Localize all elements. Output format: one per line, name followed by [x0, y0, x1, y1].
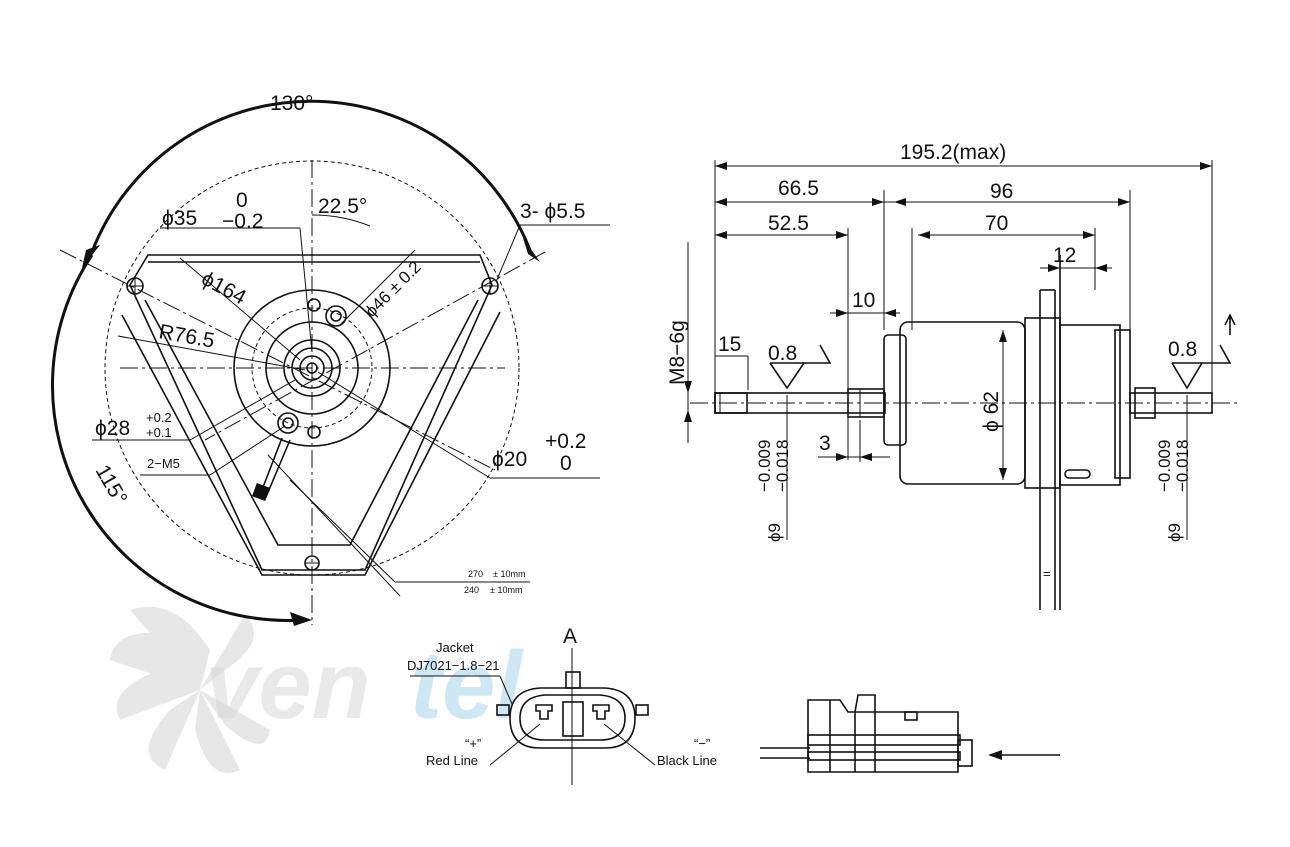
angle-22-label: 22.5° [318, 195, 367, 218]
d70-label: 70 [985, 212, 1008, 235]
d20-label: ϕ20 [492, 448, 527, 471]
d20-tol-lower: 0 [560, 452, 572, 475]
d35-label: ϕ35 [162, 207, 197, 230]
holes-label: 3- ϕ5.5 [520, 200, 585, 223]
bracket-rib [144, 299, 479, 546]
d28-tol-upper: +0.2 [146, 410, 172, 425]
terminal-plus [535, 704, 553, 720]
d52-label: 52.5 [768, 212, 809, 235]
lead-240-label: 240 [464, 585, 479, 595]
view-a-label: A [563, 625, 577, 648]
d96-label: 96 [990, 180, 1013, 203]
lead-240-tol: ± 10mm [490, 585, 522, 595]
side-view: 195.2(max) 66.5 96 52.5 70 12 10 M8−6g 1… [666, 141, 1240, 610]
d28-tol-lower: +0.1 [146, 425, 172, 440]
angle-130-label: 130° [270, 92, 313, 115]
bracket-inner [121, 311, 501, 576]
d28-label: ϕ28 [95, 417, 130, 440]
angle-115-label: 115° [91, 461, 132, 509]
watermark-text-gray: ven [205, 632, 370, 739]
shaft-dia-right: ϕ9 [1165, 523, 1184, 542]
connector-jacket [509, 687, 636, 749]
bracket-outline [129, 254, 493, 571]
shaft-tol-lower-right: −0.018 [1173, 440, 1192, 492]
lead-270-tol: ± 10mm [493, 569, 525, 579]
roughness-left-label: 0.8 [768, 342, 797, 365]
terminal-minus [592, 704, 610, 720]
d3-label: 3 [819, 432, 831, 455]
angle-arc-130 [90, 99, 532, 253]
radial-line-right [204, 251, 546, 441]
screws-label: 2−M5 [147, 456, 180, 471]
motor-hub [233, 289, 391, 447]
plus-sign-label: “+” [465, 736, 481, 751]
front-view: 130° 22.5° ϕ35 0 −0.2 3- ϕ5.5 ϕ164 R76.5… [50, 92, 610, 626]
fan-logo-icon [110, 606, 270, 774]
lead-wires [252, 437, 530, 597]
connector-side-view [760, 694, 1060, 773]
black-line-label: Black Line [657, 753, 717, 768]
d12-label: 12 [1053, 244, 1076, 267]
thread-label: M8−6g [666, 320, 689, 385]
leader-lines [92, 214, 610, 479]
connector-housing [807, 699, 959, 773]
d35-tol-upper: 0 [236, 189, 248, 212]
roughness-mark-left [769, 344, 832, 390]
d10-label: 10 [852, 289, 875, 312]
mounting-holes [126, 277, 499, 571]
shaft-tol-upper-left: −0.009 [755, 440, 774, 492]
roughness-mark-right [1171, 344, 1232, 390]
red-line-label: Red Line [426, 753, 478, 768]
d20-tol-upper: +0.2 [545, 430, 586, 453]
d66-label: 66.5 [778, 177, 819, 200]
d35-tol-lower: −0.2 [222, 210, 263, 233]
d15-label: 15 [718, 333, 741, 356]
motor-body [883, 255, 1131, 610]
dimension-lines [684, 162, 1236, 480]
overall-length-label: 195.2(max) [900, 141, 1006, 164]
shaft-tol-upper-right: −0.009 [1155, 440, 1174, 492]
connector-front-view: A Jacket DJ7021−1.8−21 “+” Red Line “−” … [407, 625, 717, 785]
jacket-label: Jacket [436, 640, 474, 655]
watermark-text-blue: tel [410, 632, 524, 739]
shaft-tol-lower-left: −0.018 [773, 440, 792, 492]
connector-key [562, 701, 584, 737]
r76-label: R76.5 [157, 320, 216, 352]
shaft-dia-left: ϕ9 [765, 523, 784, 542]
lead-270-label: 270 [468, 569, 483, 579]
watermark: ven tel [110, 606, 524, 774]
roughness-right-label: 0.8 [1168, 338, 1197, 361]
d46-label: ϕ46 ± 0.2 [361, 257, 425, 321]
minus-sign-label: “−” [694, 736, 710, 751]
flange-mark: = [1043, 566, 1051, 581]
view-direction-arrow [988, 750, 1002, 760]
body-dia-label: ϕ 62 [980, 391, 1003, 432]
radial-line-left [59, 249, 496, 471]
jacket-part-label: DJ7021−1.8−21 [407, 658, 500, 673]
angle-arc-115 [50, 254, 303, 622]
d164-label: ϕ164 [198, 267, 250, 309]
